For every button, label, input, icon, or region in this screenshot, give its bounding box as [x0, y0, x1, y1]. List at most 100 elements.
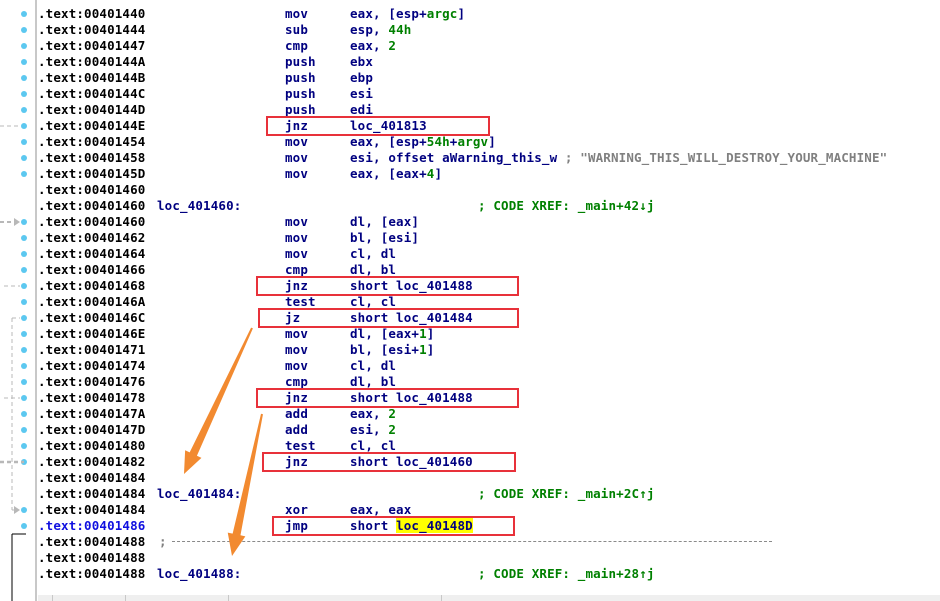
highlighted-operand[interactable]: loc_40148D	[396, 518, 473, 533]
mnemonic[interactable]: sub	[285, 22, 309, 37]
breakpoint-dot-icon[interactable]	[21, 43, 27, 49]
mnemonic[interactable]: mov	[285, 150, 309, 165]
mnemonic[interactable]: jnz	[285, 454, 309, 469]
listing-row[interactable]: .text:00401484	[38, 470, 938, 486]
address[interactable]: .text:00401471	[38, 342, 146, 357]
breakpoint-dot-icon[interactable]	[21, 91, 27, 97]
mnemonic[interactable]: mov	[285, 166, 309, 181]
mnemonic[interactable]: mov	[285, 214, 309, 229]
mnemonic[interactable]: push	[285, 70, 316, 85]
breakpoint-dot-icon[interactable]	[21, 315, 27, 321]
operand-text[interactable]: esi, offset aWarning_this_w	[350, 150, 565, 165]
address[interactable]: .text:0040144C	[38, 86, 146, 101]
operands[interactable]: short loc_401488	[350, 390, 473, 406]
address[interactable]: .text:00401466	[38, 262, 146, 277]
operand-constant[interactable]: 2	[388, 38, 397, 53]
breakpoint-dot-icon[interactable]	[21, 107, 27, 113]
mnemonic[interactable]: mov	[285, 326, 309, 341]
address[interactable]: .text:00401484	[38, 486, 146, 501]
address[interactable]: .text:0040146A	[38, 294, 146, 309]
mnemonic[interactable]: test	[285, 438, 316, 453]
operand-text[interactable]: cl, cl	[350, 438, 397, 453]
address[interactable]: .text:00401460	[38, 182, 146, 197]
breakpoint-dot-icon[interactable]	[21, 331, 27, 337]
breakpoint-dot-icon[interactable]	[21, 155, 27, 161]
address[interactable]: .text:00401488	[38, 534, 146, 549]
breakpoint-dot-icon[interactable]	[21, 363, 27, 369]
breakpoint-dot-icon[interactable]	[21, 251, 27, 257]
operand-text[interactable]: ]	[457, 6, 466, 21]
address[interactable]: .text:00401474	[38, 358, 146, 373]
mnemonic[interactable]: jnz	[285, 118, 309, 133]
operand-text[interactable]: ebp	[350, 70, 374, 85]
address[interactable]: .text:00401460	[38, 198, 146, 213]
address[interactable]: .text:00401464	[38, 246, 146, 261]
operand-text[interactable]: esi,	[350, 422, 389, 437]
operand-text[interactable]: short loc_401488	[350, 278, 473, 293]
operands[interactable]: esi, 2	[350, 422, 396, 438]
operand-text[interactable]: bl, [esi]	[350, 230, 420, 245]
operands[interactable]: dl, bl	[350, 262, 396, 278]
operand-text[interactable]: ]	[488, 134, 496, 149]
operand-constant[interactable]: 54h	[426, 134, 450, 149]
operand-constant[interactable]: 2	[388, 406, 397, 421]
operand-text[interactable]: eax, [eax+	[350, 166, 427, 181]
operand-text[interactable]: eax,	[350, 38, 389, 53]
mnemonic[interactable]: cmp	[285, 262, 309, 277]
breakpoint-dot-icon[interactable]	[21, 219, 27, 225]
operands[interactable]: cl, cl	[350, 438, 396, 454]
operand-text[interactable]: dl, [eax]	[350, 214, 420, 229]
operands[interactable]: eax, eax	[350, 502, 411, 518]
operand-text[interactable]: esp,	[350, 22, 389, 37]
operand-text[interactable]: dl, bl	[350, 374, 397, 389]
mnemonic[interactable]: push	[285, 54, 316, 69]
operands[interactable]: ebx	[350, 54, 373, 70]
operands[interactable]: short loc_401460	[350, 454, 473, 470]
breakpoint-dot-icon[interactable]	[21, 523, 27, 529]
breakpoint-dot-icon[interactable]	[21, 75, 27, 81]
mnemonic[interactable]: add	[285, 422, 309, 437]
mnemonic[interactable]: cmp	[285, 374, 309, 389]
breakpoint-dot-icon[interactable]	[21, 395, 27, 401]
operand-text[interactable]: cl, dl	[350, 246, 397, 261]
address[interactable]: .text:00401458	[38, 150, 146, 165]
address[interactable]: .text:00401484	[38, 502, 146, 517]
operand-text[interactable]: eax, [esp+	[350, 6, 427, 21]
operand-text[interactable]: dl, [eax+	[350, 326, 420, 341]
code-label[interactable]: loc_401484:	[157, 486, 242, 501]
breakpoint-dot-icon[interactable]	[21, 123, 27, 129]
listing-row[interactable]: .text:00401488;	[38, 534, 938, 550]
breakpoint-dot-icon[interactable]	[21, 11, 27, 17]
mnemonic[interactable]: jnz	[285, 278, 309, 293]
address[interactable]: .text:00401486	[38, 518, 146, 533]
address[interactable]: .text:0040144A	[38, 54, 146, 69]
operands[interactable]: short loc_40148D	[350, 518, 473, 534]
breakpoint-dot-icon[interactable]	[21, 299, 27, 305]
operand-text[interactable]: short loc_401484	[350, 310, 473, 325]
xref-comment[interactable]: ; CODE XREF: _main+28↑j	[478, 566, 655, 581]
mnemonic[interactable]: mov	[285, 358, 309, 373]
mnemonic[interactable]: jz	[285, 310, 301, 325]
breakpoint-dot-icon[interactable]	[21, 443, 27, 449]
operand-text[interactable]: ebx	[350, 54, 374, 69]
operand-text[interactable]: eax,	[350, 406, 389, 421]
operand-text[interactable]: ]	[434, 166, 443, 181]
address[interactable]: .text:00401484	[38, 470, 146, 485]
listing-row[interactable]: .text:00401458 mov esi, offset aWarning_th…	[38, 150, 938, 166]
operand-text[interactable]: ]	[426, 342, 435, 357]
operands[interactable]: short loc_401484	[350, 310, 473, 326]
mnemonic[interactable]: jnz	[285, 390, 309, 405]
xref-comment[interactable]: ; CODE XREF: _main+2C↑j	[478, 486, 655, 501]
mnemonic[interactable]: mov	[285, 134, 309, 149]
address[interactable]: .text:0040144E	[38, 118, 146, 133]
operands[interactable]: dl, [eax+1]	[350, 326, 434, 342]
